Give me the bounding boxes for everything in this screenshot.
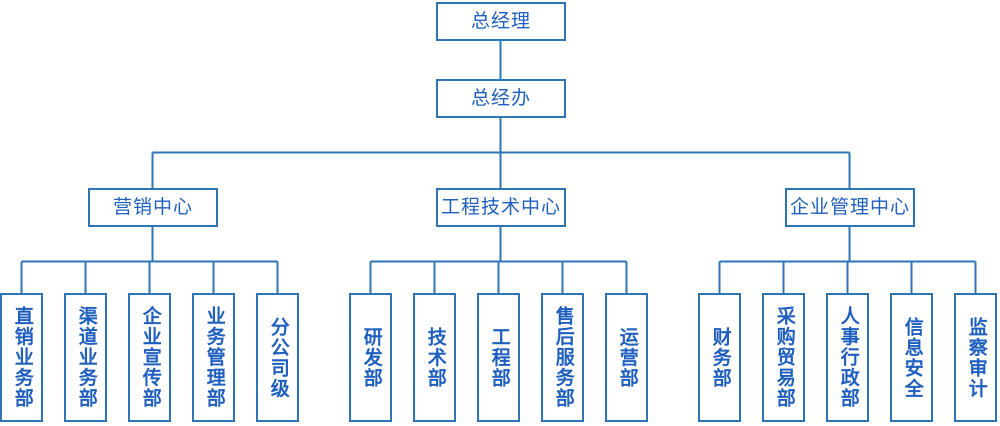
node-general-manager-office[interactable]: 总经办 bbox=[436, 79, 566, 118]
node-channel-sales-department[interactable]: 渠道业务部 bbox=[64, 293, 107, 422]
node-general-manager[interactable]: 总经理 bbox=[436, 2, 566, 41]
node-technology-department[interactable]: 技术部 bbox=[413, 293, 456, 422]
node-procurement-trade-department[interactable]: 采购贸易部 bbox=[762, 293, 805, 422]
node-business-management-department[interactable]: 业务管理部 bbox=[192, 293, 235, 422]
node-rnd-department[interactable]: 研发部 bbox=[349, 293, 392, 422]
node-after-sales-service-department[interactable]: 售后服务部 bbox=[541, 293, 584, 422]
node-enterprise-management-center[interactable]: 企业管理中心 bbox=[785, 188, 915, 227]
node-supervision-audit[interactable]: 监察审计 bbox=[954, 293, 997, 422]
node-engineering-department[interactable]: 工程部 bbox=[477, 293, 520, 422]
node-marketing-center[interactable]: 营销中心 bbox=[88, 188, 218, 227]
node-hr-administration-department[interactable]: 人事行政部 bbox=[826, 293, 869, 422]
node-corporate-publicity-department[interactable]: 企业宣传部 bbox=[128, 293, 171, 422]
node-engineering-technology-center[interactable]: 工程技术中心 bbox=[436, 188, 566, 227]
node-direct-sales-department[interactable]: 直销业务部 bbox=[0, 293, 43, 422]
node-information-security[interactable]: 信息安全 bbox=[890, 293, 933, 422]
node-branch-company-level[interactable]: 分公司级 bbox=[256, 293, 299, 422]
node-operations-department[interactable]: 运营部 bbox=[605, 293, 648, 422]
node-finance-department[interactable]: 财务部 bbox=[698, 293, 741, 422]
